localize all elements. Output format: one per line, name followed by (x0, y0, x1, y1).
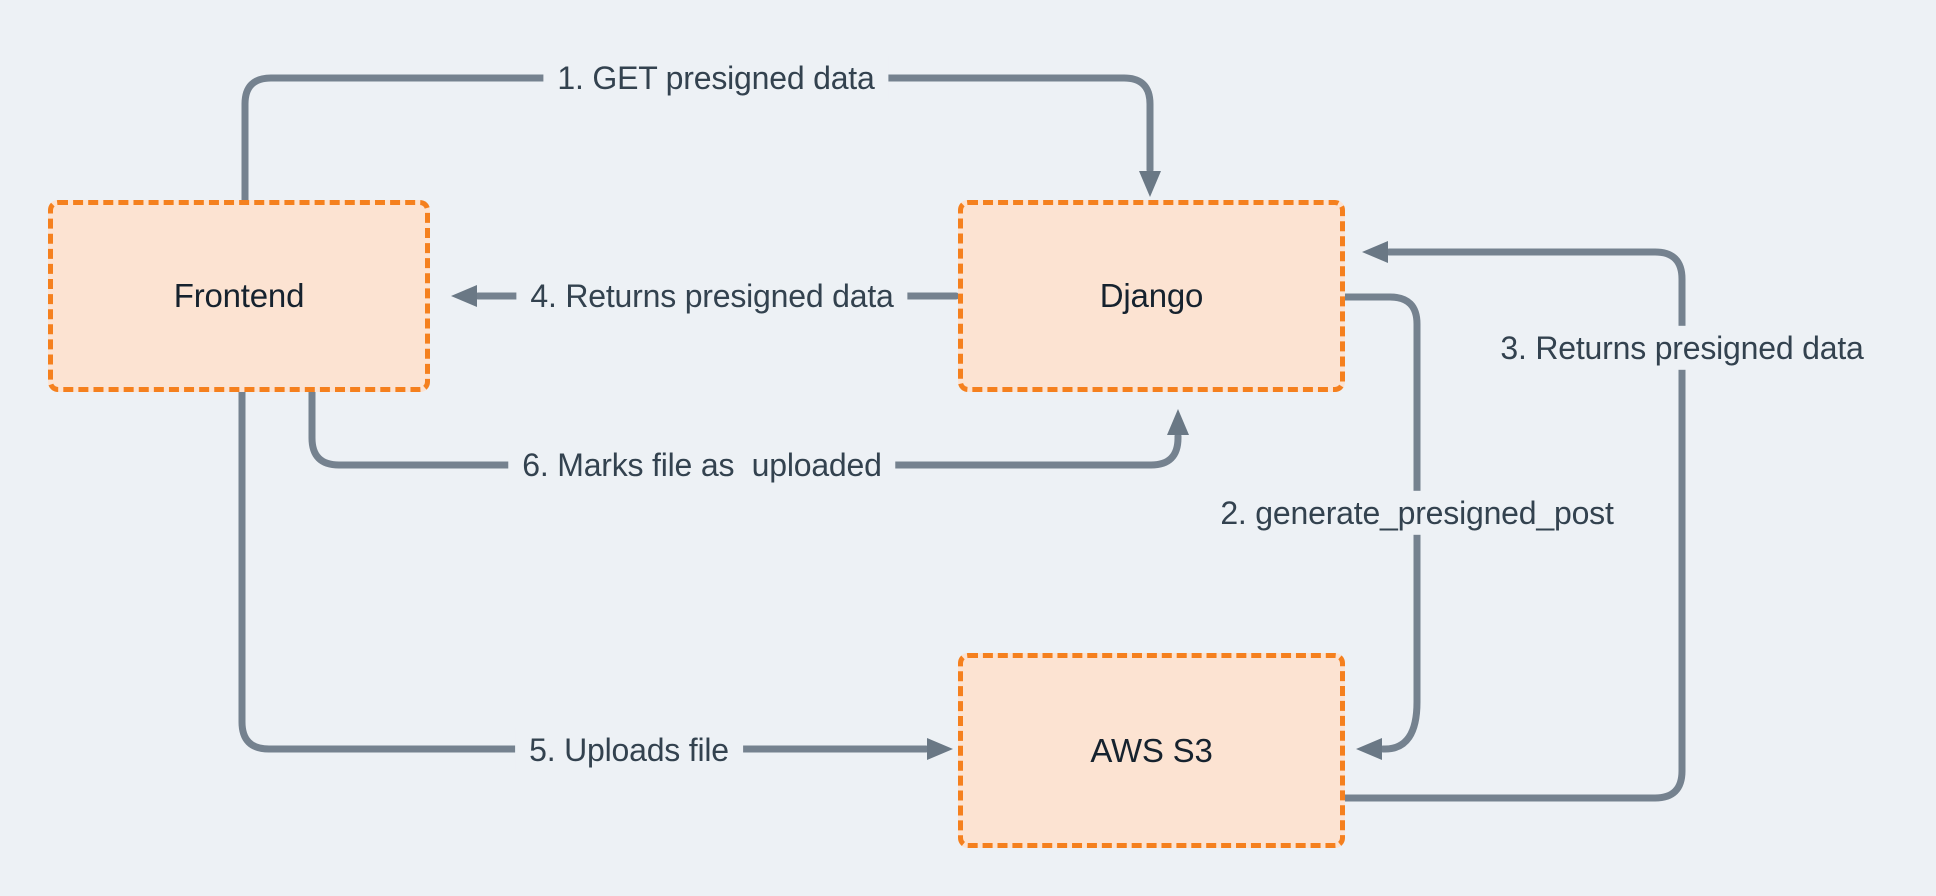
edge-label-marks-file-uploaded: 6. Marks file as uploaded (508, 442, 896, 488)
edge-label-get-presigned-data: 1. GET presigned data (543, 55, 889, 101)
aws-s3-node: AWS S3 (958, 653, 1345, 848)
edge-label-returns-presigned-data-s3: 3. Returns presigned data (1486, 325, 1878, 371)
edge-label-generate-presigned-post: 2. generate_presigned_post (1206, 490, 1628, 536)
django-node-label: Django (1099, 277, 1204, 314)
django-node: Django (958, 200, 1345, 392)
edge-2-path (1341, 293, 1421, 760)
edge-label-uploads-file: 5. Uploads file (515, 727, 743, 773)
frontend-node: Frontend (48, 200, 430, 392)
edge-3-path (1341, 241, 1686, 802)
aws-s3-node-label: AWS S3 (1090, 731, 1213, 769)
frontend-node-label: Frontend (173, 277, 305, 314)
edge-5-path (238, 388, 953, 760)
edge-label-returns-presigned-data-frontend: 4. Returns presigned data (516, 273, 908, 319)
